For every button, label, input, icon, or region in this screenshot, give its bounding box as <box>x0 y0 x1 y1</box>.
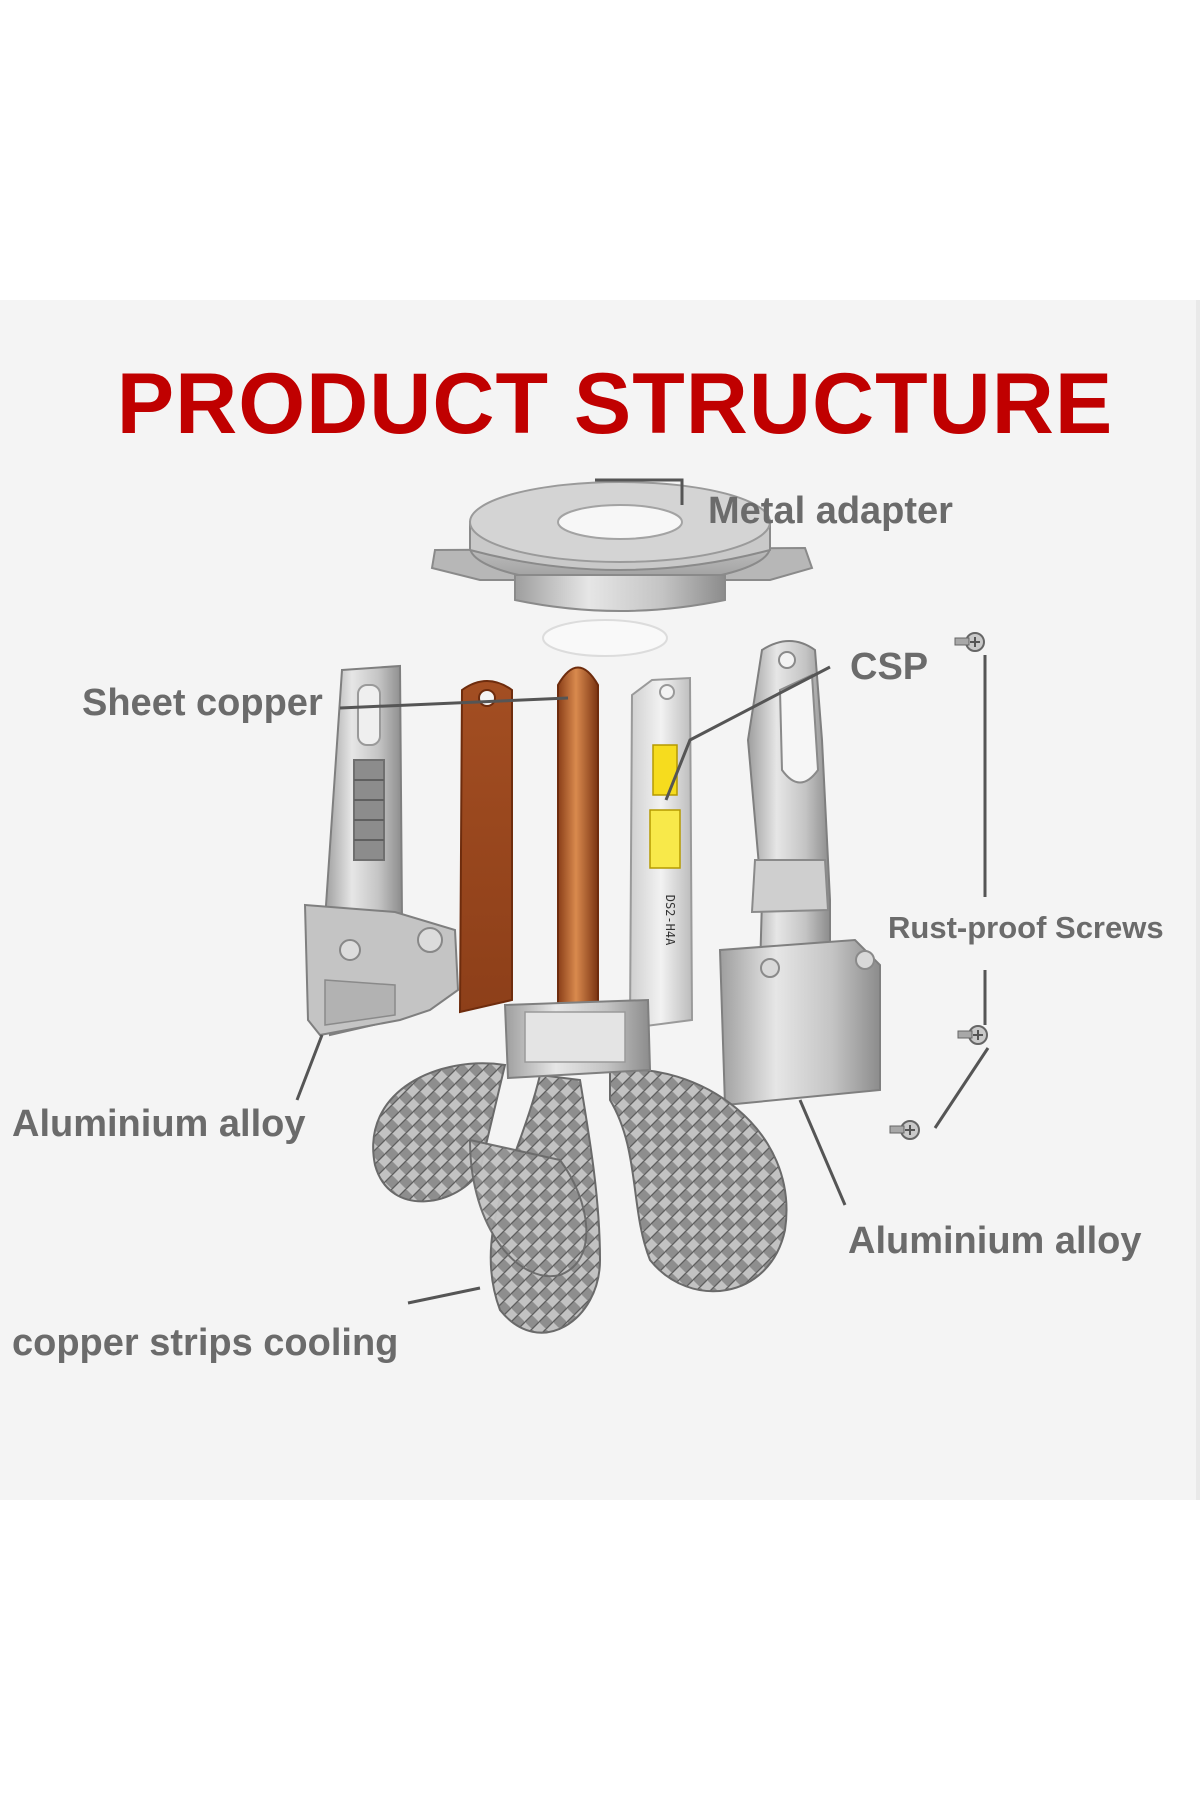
label-sheet-copper: Sheet copper <box>82 682 323 724</box>
csp-chip-top <box>652 744 678 796</box>
csp-chip-bottom <box>649 809 681 869</box>
leader-aluminium-left <box>295 1034 324 1101</box>
copper-plate <box>458 680 513 1014</box>
leader-metal-adapter <box>595 478 684 505</box>
aluminium-housing-left <box>303 664 460 1037</box>
leader-csp <box>664 665 831 801</box>
label-copper-strips-cooling: copper strips cooling <box>12 1322 399 1364</box>
screw-bottom <box>889 1120 920 1140</box>
screw-top <box>954 632 985 652</box>
label-metal-adapter: Metal adapter <box>708 490 953 532</box>
leader-aluminium-right <box>798 1099 847 1206</box>
leader-copper-strips <box>407 1286 481 1305</box>
lens-cap <box>542 619 668 657</box>
leader-sheet-copper <box>339 696 569 710</box>
metal-adapter <box>430 481 814 612</box>
label-rust-proof-screws: Rust-proof Screws <box>888 910 1164 945</box>
cooling-braid <box>372 1062 788 1334</box>
label-aluminium-alloy-left: Aluminium alloy <box>12 1103 306 1145</box>
diagram-panel: PRODUCT STRUCTURE <box>0 300 1200 1500</box>
sheet-copper <box>557 666 599 1021</box>
label-csp: CSP <box>850 646 929 688</box>
panel-edge <box>1196 300 1200 1500</box>
aluminium-housing-right <box>718 640 881 1107</box>
board-marking: DS2-H4A <box>663 895 677 946</box>
exploded-diagram: DS2-H4A <box>295 478 990 1334</box>
leader-screws-diagonal <box>933 1047 990 1129</box>
leader-lines <box>295 478 990 1305</box>
led-board: DS2-H4A <box>628 676 694 1030</box>
label-aluminium-alloy-right: Aluminium alloy <box>848 1220 1142 1262</box>
page-title: PRODUCT STRUCTURE <box>116 356 1114 452</box>
base-block <box>503 998 652 1080</box>
screw-middle <box>957 1025 988 1045</box>
